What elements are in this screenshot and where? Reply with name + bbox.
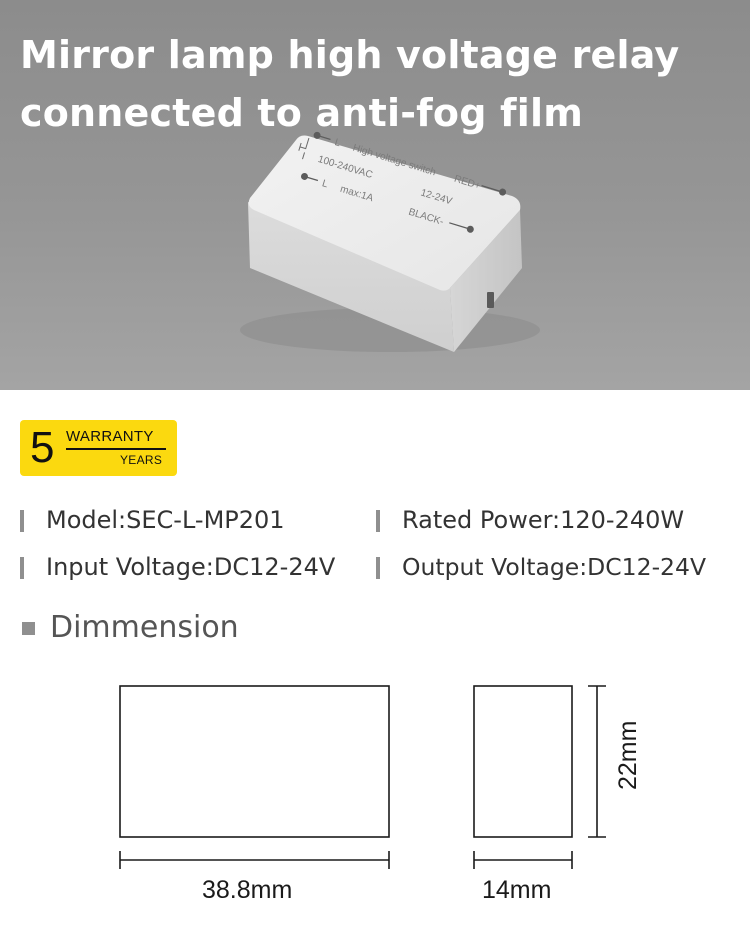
spec-bullet-bar bbox=[376, 510, 380, 532]
spec-rated-power-text: Rated Power:120-240W bbox=[402, 506, 685, 534]
hero-title: Mirror lamp high voltage relay connected… bbox=[20, 26, 730, 142]
spec-model-text: Model:SEC-L-MP201 bbox=[46, 506, 285, 534]
warranty-divider bbox=[66, 448, 166, 450]
spec-bullet-bar bbox=[20, 557, 24, 579]
spec-bullet-bar bbox=[376, 557, 380, 579]
warranty-word: WARRANTY bbox=[66, 428, 154, 445]
spec-output-voltage: Output Voltage:DC12-24V bbox=[376, 551, 746, 583]
spec-input-voltage: Input Voltage:DC12-24V bbox=[20, 551, 360, 583]
warranty-badge: 5 WARRANTY YEARS bbox=[20, 420, 177, 476]
length-dimension-label: 38.8mm bbox=[202, 876, 293, 904]
spec-model: Model:SEC-L-MP201 bbox=[20, 504, 360, 536]
height-dimension-label: 22mm bbox=[614, 720, 642, 790]
warranty-years: YEARS bbox=[120, 453, 163, 467]
hero-title-line-1: Mirror lamp high voltage relay bbox=[20, 33, 680, 77]
hero-banner: L High voltage switch RED+ 100-240VAC L … bbox=[0, 0, 750, 390]
section-title-dimension: Dimmension bbox=[50, 610, 239, 645]
spec-bullet-bar bbox=[20, 510, 24, 532]
front-view-outline bbox=[119, 685, 390, 838]
label-terminal-l-bottom: L bbox=[321, 178, 330, 190]
warranty-number: 5 bbox=[30, 423, 55, 472]
spec-input-voltage-text: Input Voltage:DC12-24V bbox=[46, 553, 336, 581]
width-dimension-label: 14mm bbox=[482, 876, 552, 904]
spec-rated-power: Rated Power:120-240W bbox=[376, 504, 736, 536]
section-marker bbox=[22, 622, 35, 635]
relay-product-image: L High voltage switch RED+ 100-240VAC L … bbox=[240, 131, 540, 352]
label-terminal-l-top: L bbox=[333, 137, 342, 149]
spec-output-voltage-text: Output Voltage:DC12-24V bbox=[402, 553, 707, 581]
hero-title-line-2: connected to anti-fog film bbox=[20, 91, 584, 135]
side-view-outline bbox=[473, 685, 573, 838]
